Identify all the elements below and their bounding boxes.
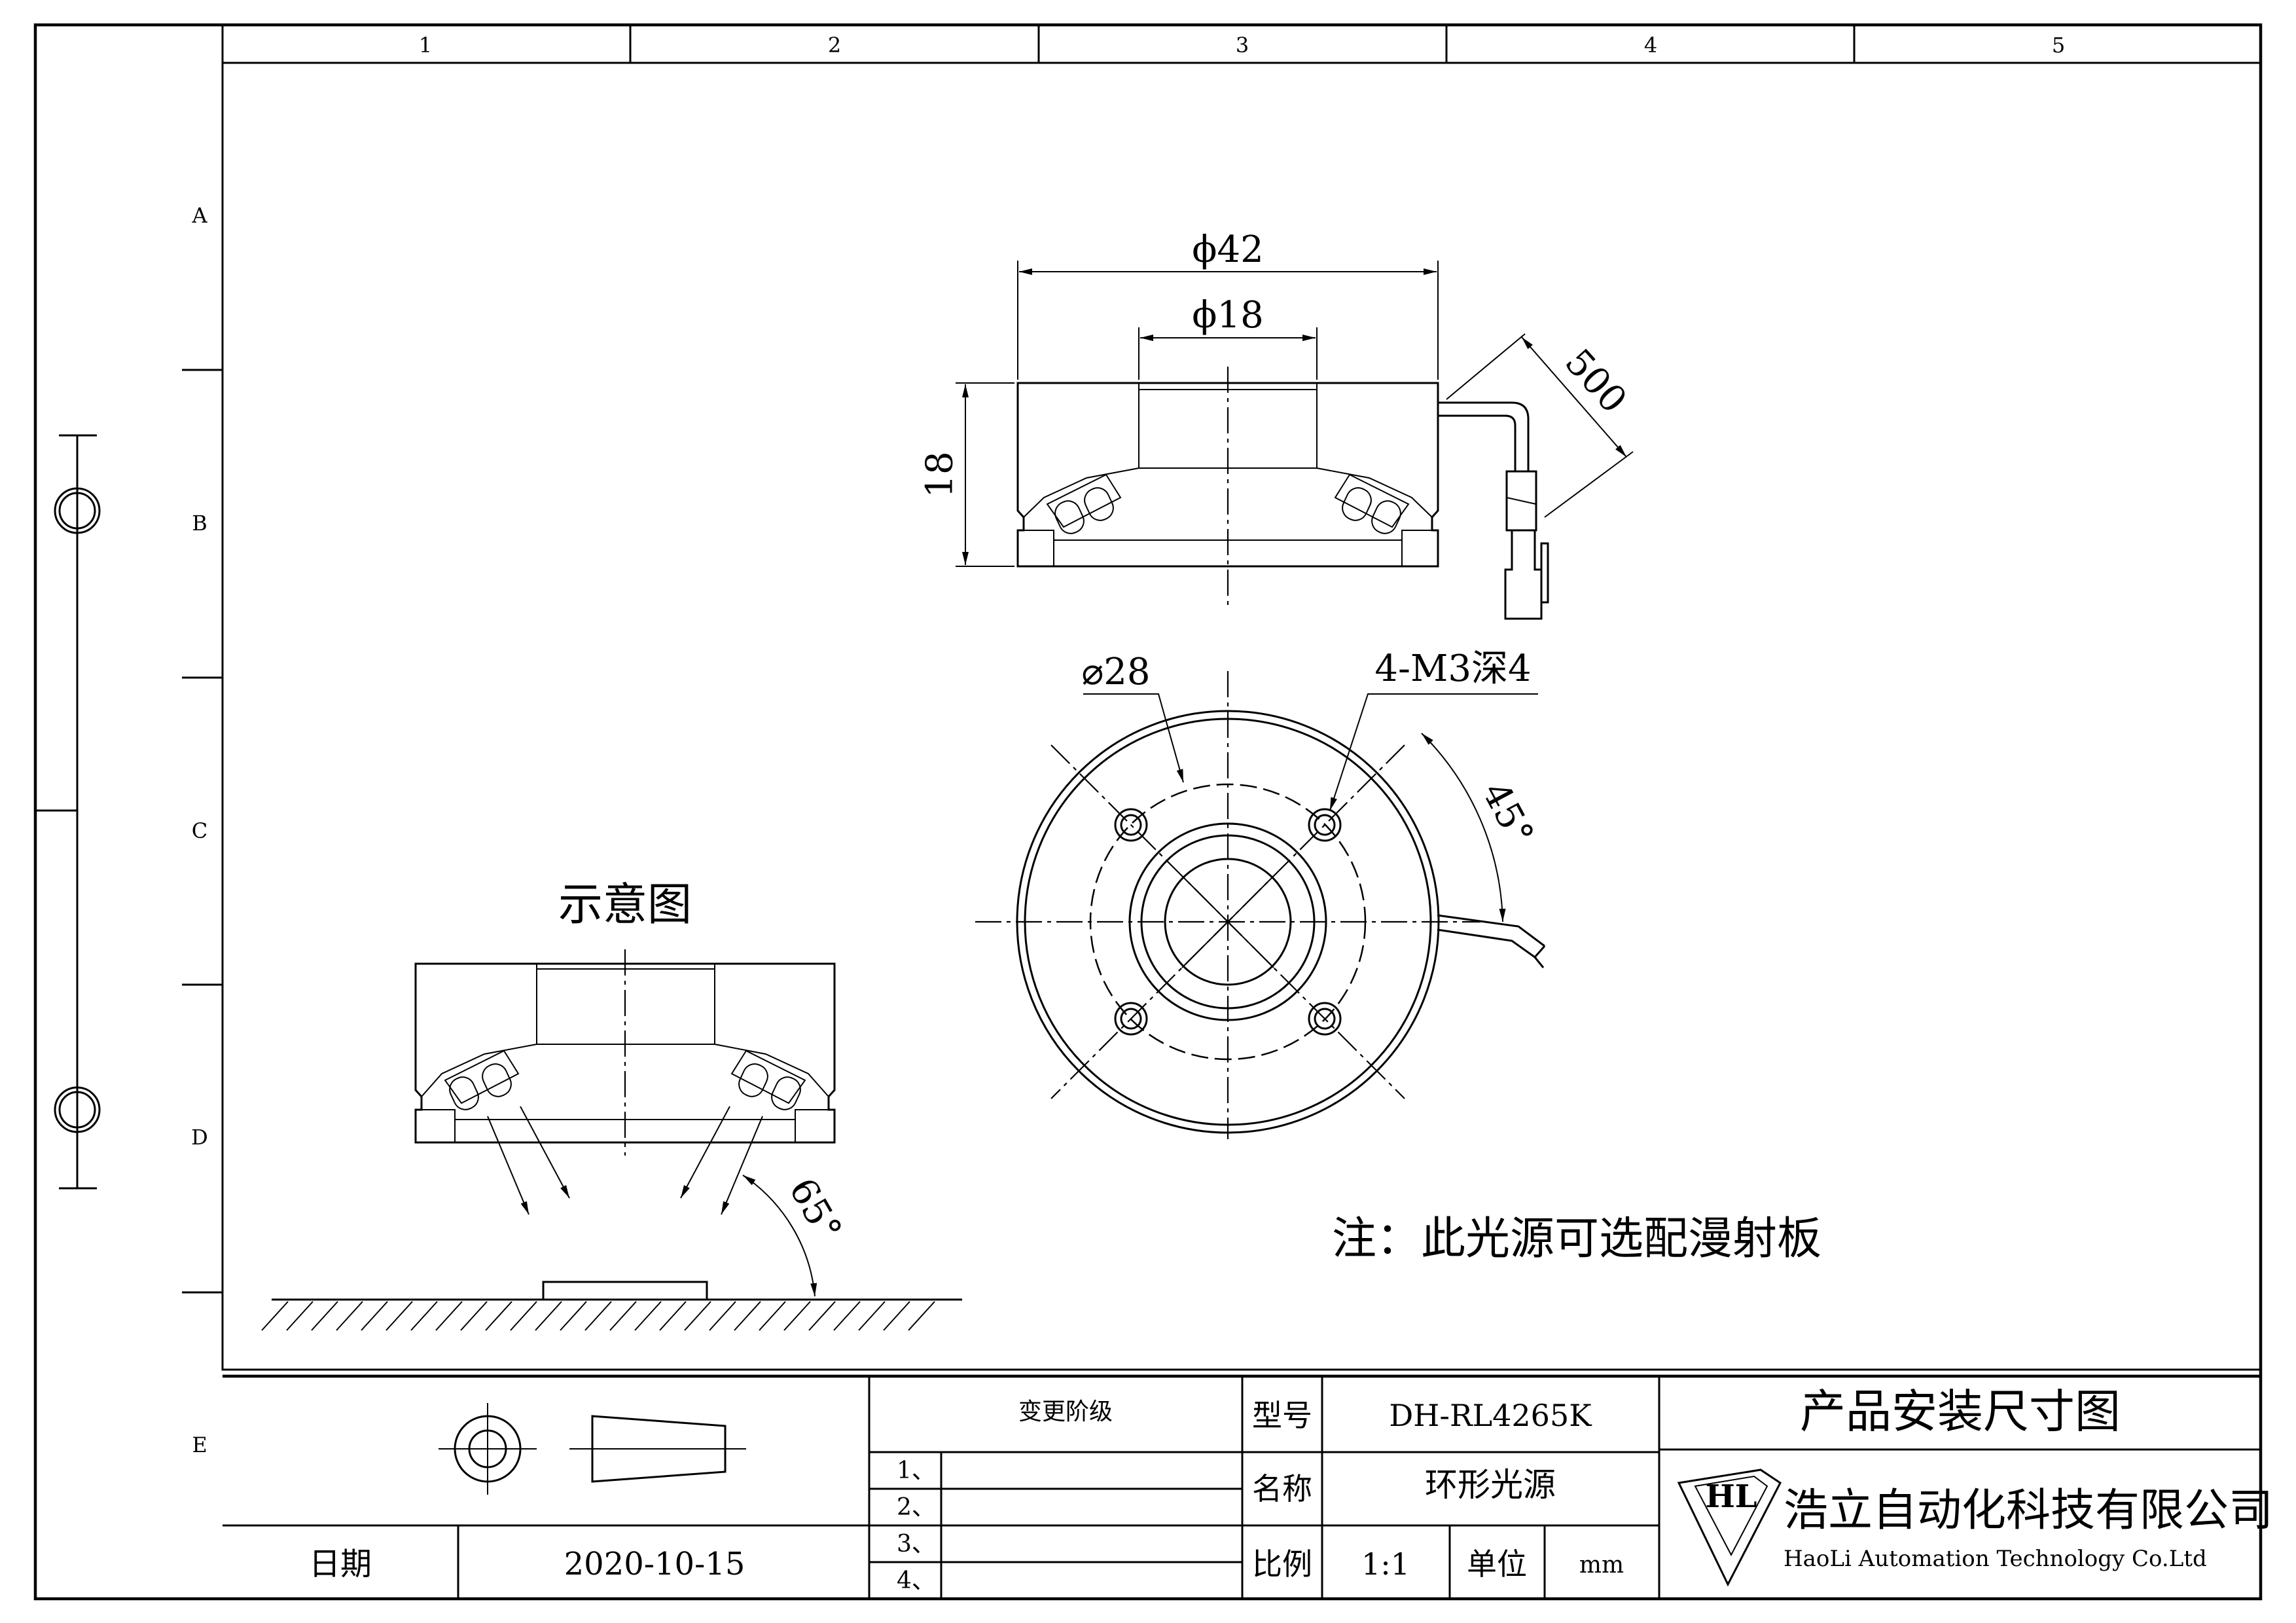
ground-hatch-line <box>361 1301 388 1331</box>
zone-col-4: 4 <box>1644 33 1657 58</box>
ground-hatch-line <box>410 1301 438 1331</box>
top-view: ⌀28 4-M3深4 45° <box>975 647 1546 1139</box>
ground-hatch-line <box>584 1301 612 1331</box>
ground-hatch-line <box>684 1301 711 1331</box>
zone-col-1: 1 <box>419 33 432 58</box>
change-row-3: 3、 <box>897 1531 935 1558</box>
unit-label: 单位 <box>1467 1546 1527 1582</box>
dim-inner-diameter: ϕ18 <box>1192 294 1263 337</box>
ground-hatch-line <box>535 1301 562 1331</box>
sheet-frame <box>33 23 2263 1601</box>
company-name-en: HaoLi Automation Technology Co.Ltd <box>1784 1546 2207 1572</box>
zone-row-c: C <box>192 818 207 843</box>
schematic-title: 示意图 <box>558 879 692 931</box>
diffuser-note: 注：此光源可选配漫射板 <box>1332 1213 1821 1265</box>
ground-hatch-line <box>336 1301 363 1331</box>
ground-hatch-line <box>634 1301 662 1331</box>
schematic-angle: 65° <box>781 1171 850 1249</box>
ground-hatch-line <box>261 1301 289 1331</box>
binding-hole-top <box>54 487 101 534</box>
zone-col-3: 3 <box>1236 33 1249 58</box>
ground-hatch-line <box>833 1301 861 1331</box>
name-label: 名称 <box>1252 1471 1312 1506</box>
ground-hatch-line <box>734 1301 761 1331</box>
ground-hatch-line <box>510 1301 537 1331</box>
zone-row-a: A <box>191 203 207 228</box>
dim-mount-holes: 4-M3深4 <box>1374 647 1531 690</box>
change-row-4: 4、 <box>897 1567 935 1594</box>
ground-hatch-line <box>759 1301 786 1331</box>
ground-hatch-line <box>435 1301 463 1331</box>
ground-hatch-line <box>858 1301 886 1331</box>
svg-text:HL: HL <box>1705 1478 1757 1515</box>
unit-value: mm <box>1579 1552 1624 1578</box>
zone-row-d: D <box>191 1125 208 1150</box>
zone-labels: 1 2 3 4 5 A B C D E <box>191 33 2065 1457</box>
ground-hatch-line <box>286 1301 314 1331</box>
zone-row-e: E <box>192 1432 207 1457</box>
dim-cable-length: 500 <box>1556 341 1635 422</box>
title-block: 变更阶级 1、 2、 3、 4、 日期 2020-10-15 型号 DH-RL4… <box>223 1374 2273 1599</box>
zone-col-2: 2 <box>828 33 841 58</box>
change-row-2: 2、 <box>897 1494 935 1521</box>
mount-holes <box>1114 808 1342 1036</box>
dim-angle: 45° <box>1474 775 1542 852</box>
drawing-title: 产品安装尺寸图 <box>1800 1385 2121 1438</box>
ground-hatch-line <box>659 1301 687 1331</box>
dim-height: 18 <box>919 451 961 498</box>
ground-hatch-line <box>783 1301 811 1331</box>
side-view: ϕ42 ϕ18 18 500 <box>919 228 1635 620</box>
projection-symbol <box>439 1403 746 1495</box>
name-value: 环形光源 <box>1425 1466 1556 1504</box>
schematic-view: 示意图 65° <box>261 879 962 1331</box>
ground-hatch-line <box>386 1301 413 1331</box>
model-label: 型号 <box>1252 1398 1312 1433</box>
ground-hatch-line <box>908 1301 935 1331</box>
ground-hatch-line <box>883 1301 910 1331</box>
date-value: 2020-10-15 <box>564 1546 745 1582</box>
binding-hole-bottom <box>54 1086 101 1133</box>
ground-hatch-line <box>808 1301 836 1331</box>
company-logo: HL <box>1677 1468 1782 1587</box>
dim-outer-diameter: ϕ42 <box>1192 228 1263 271</box>
company-name-cn: 浩立自动化科技有限公司 <box>1784 1485 2273 1537</box>
date-label: 日期 <box>309 1546 372 1582</box>
ground-hatch-line <box>709 1301 736 1331</box>
dim-bolt-circle: ⌀28 <box>1082 651 1151 693</box>
ground-hatch-line <box>311 1301 338 1331</box>
scale-value: 1:1 <box>1361 1546 1410 1582</box>
ground-hatch-line <box>609 1301 637 1331</box>
zone-col-5: 5 <box>2052 33 2065 58</box>
ground-hatch-line <box>460 1301 488 1331</box>
ground-hatch-line <box>485 1301 512 1331</box>
model-value: DH-RL4265K <box>1389 1398 1592 1433</box>
scale-label: 比例 <box>1252 1546 1312 1582</box>
ground-hatch-line <box>560 1301 587 1331</box>
change-level-label: 变更阶级 <box>1018 1398 1113 1425</box>
zone-row-b: B <box>192 511 207 536</box>
change-row-1: 1、 <box>897 1457 935 1484</box>
